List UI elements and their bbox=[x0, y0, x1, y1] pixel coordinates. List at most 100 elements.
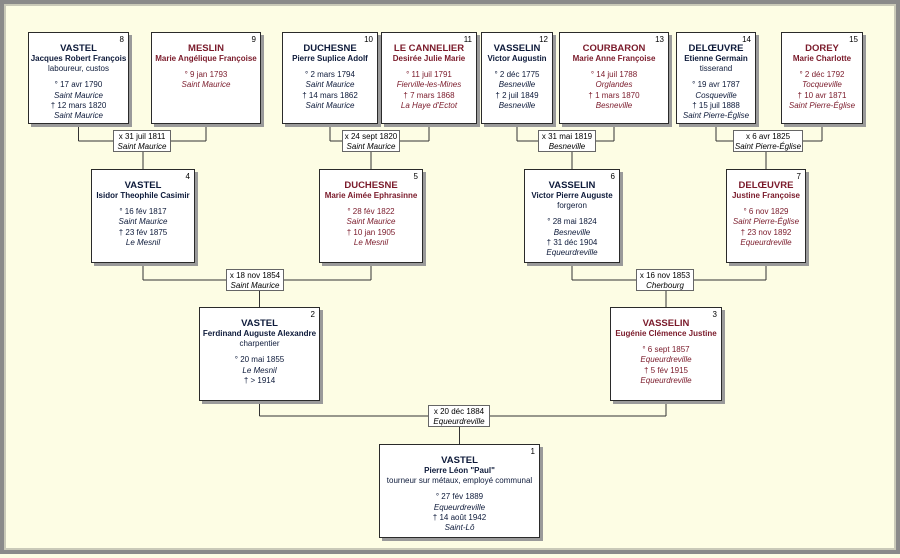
person-surname: VASTEL bbox=[60, 43, 97, 54]
person-surname: VASSELIN bbox=[642, 318, 690, 329]
death-place: Saint Maurice bbox=[54, 111, 103, 121]
marriage-date: x 20 déc 1884 bbox=[433, 407, 485, 416]
marriage-date: x 31 mai 1819 bbox=[541, 132, 593, 141]
birth-date: ° 2 mars 1794 bbox=[305, 70, 355, 80]
birth-place: Saint Pierre-Église bbox=[732, 217, 800, 227]
marriage-date: x 6 avr 1825 bbox=[745, 132, 791, 141]
death-date: † 14 août 1942 bbox=[432, 512, 487, 522]
death-date: † 10 avr 1871 bbox=[797, 90, 847, 100]
person-given-names: Desirée Julie Marie bbox=[392, 54, 466, 63]
death-place: Besneville bbox=[595, 100, 633, 110]
person-given-names: Eugénie Clémence Justine bbox=[615, 329, 717, 338]
person-number: 3 bbox=[712, 310, 717, 319]
birth-place: Tocqueville bbox=[802, 80, 842, 90]
death-date: † 7 mars 1868 bbox=[403, 90, 455, 100]
birth-date: ° 14 juil 1788 bbox=[590, 70, 638, 80]
person-given-names: Isidor Theophile Casimir bbox=[96, 191, 190, 200]
person-surname: DELŒUVRE bbox=[688, 43, 744, 54]
person-surname: LE CANNELIER bbox=[393, 43, 465, 54]
death-place: Equeurdreville bbox=[740, 237, 792, 247]
birth-place: Saint Maurice bbox=[54, 90, 103, 100]
birth-place: Equeurdreville bbox=[433, 502, 486, 512]
person-occupation: forgeron bbox=[557, 201, 587, 211]
birth-place: Besneville bbox=[498, 80, 536, 90]
birth-date: ° 27 fév 1889 bbox=[435, 492, 484, 502]
birth-date: ° 19 avr 1787 bbox=[692, 80, 740, 90]
birth-date: ° 9 jan 1793 bbox=[184, 70, 228, 80]
marriage-date: x 31 juil 1811 bbox=[118, 132, 166, 141]
birth-date: ° 28 fév 1822 bbox=[347, 207, 395, 217]
death-place: Saint Pierre-Église bbox=[788, 100, 856, 110]
birth-place: Saint Maurice bbox=[346, 217, 396, 227]
death-place: Equeurdreville bbox=[546, 248, 598, 258]
person-surname: VASTEL bbox=[441, 455, 478, 466]
birth-date: ° 17 avr 1790 bbox=[54, 80, 103, 90]
marriage-date: x 24 sept 1820 bbox=[344, 132, 398, 141]
birth-date: ° 28 mai 1824 bbox=[547, 217, 597, 227]
birth-date: ° 20 mai 1855 bbox=[234, 355, 285, 365]
birth-place: Cosqueville bbox=[695, 90, 737, 100]
birth-place: Saint Maurice bbox=[305, 80, 355, 90]
death-date: † 14 mars 1862 bbox=[302, 90, 358, 100]
birth-date: ° 16 fév 1817 bbox=[119, 207, 167, 217]
person-number: 11 bbox=[463, 35, 472, 44]
death-date: † 12 mars 1820 bbox=[50, 100, 107, 110]
death-place: Saint Pierre-Église bbox=[682, 111, 750, 121]
marriage-place: Cherbourg bbox=[646, 280, 684, 290]
birth-place: Saint Maurice bbox=[118, 217, 168, 227]
death-place: Equeurdreville bbox=[640, 375, 692, 385]
death-date: † 23 fév 1875 bbox=[118, 227, 168, 237]
person-given-names: Marie Angélique Françoise bbox=[155, 54, 257, 63]
birth-place: Fierville-les-Mines bbox=[396, 80, 462, 90]
person-surname: COURBARON bbox=[582, 43, 646, 54]
person-given-names: Pierre Léon "Paul" bbox=[424, 466, 495, 475]
person-surname: VASSELIN bbox=[548, 180, 596, 191]
death-date: † 31 déc 1904 bbox=[546, 237, 598, 247]
death-date: † 10 jan 1905 bbox=[346, 227, 396, 237]
death-date: † 23 nov 1892 bbox=[740, 227, 792, 237]
birth-place: Saint Maurice bbox=[181, 80, 231, 90]
death-place: Le Mesnil bbox=[125, 237, 161, 247]
birth-date: ° 2 déc 1792 bbox=[799, 70, 845, 80]
birth-place: Orglandes bbox=[595, 80, 633, 90]
person-surname: DUCHESNE bbox=[303, 43, 357, 54]
person-number: 1 bbox=[530, 447, 535, 456]
person-given-names: Ferdinand Auguste Alexandre bbox=[202, 329, 317, 338]
marriage-place: Saint Maurice bbox=[230, 280, 280, 290]
birth-place: Besneville bbox=[553, 227, 591, 237]
person-given-names: Marie Anne Françoise bbox=[572, 54, 656, 63]
person-surname: DOREY bbox=[805, 43, 839, 54]
person-surname: MESLIN bbox=[188, 43, 224, 54]
marriage-place: Saint Maurice bbox=[117, 141, 167, 151]
birth-date: ° 6 sept 1857 bbox=[642, 345, 690, 355]
person-number: 5 bbox=[413, 172, 418, 181]
death-place: Saint Maurice bbox=[305, 100, 355, 110]
death-place: Besneville bbox=[498, 100, 536, 110]
birth-place: Le Mesnil bbox=[242, 365, 277, 375]
marriage-place: Saint Pierre-Église bbox=[734, 141, 802, 151]
death-date: † 5 fév 1915 bbox=[643, 365, 689, 375]
